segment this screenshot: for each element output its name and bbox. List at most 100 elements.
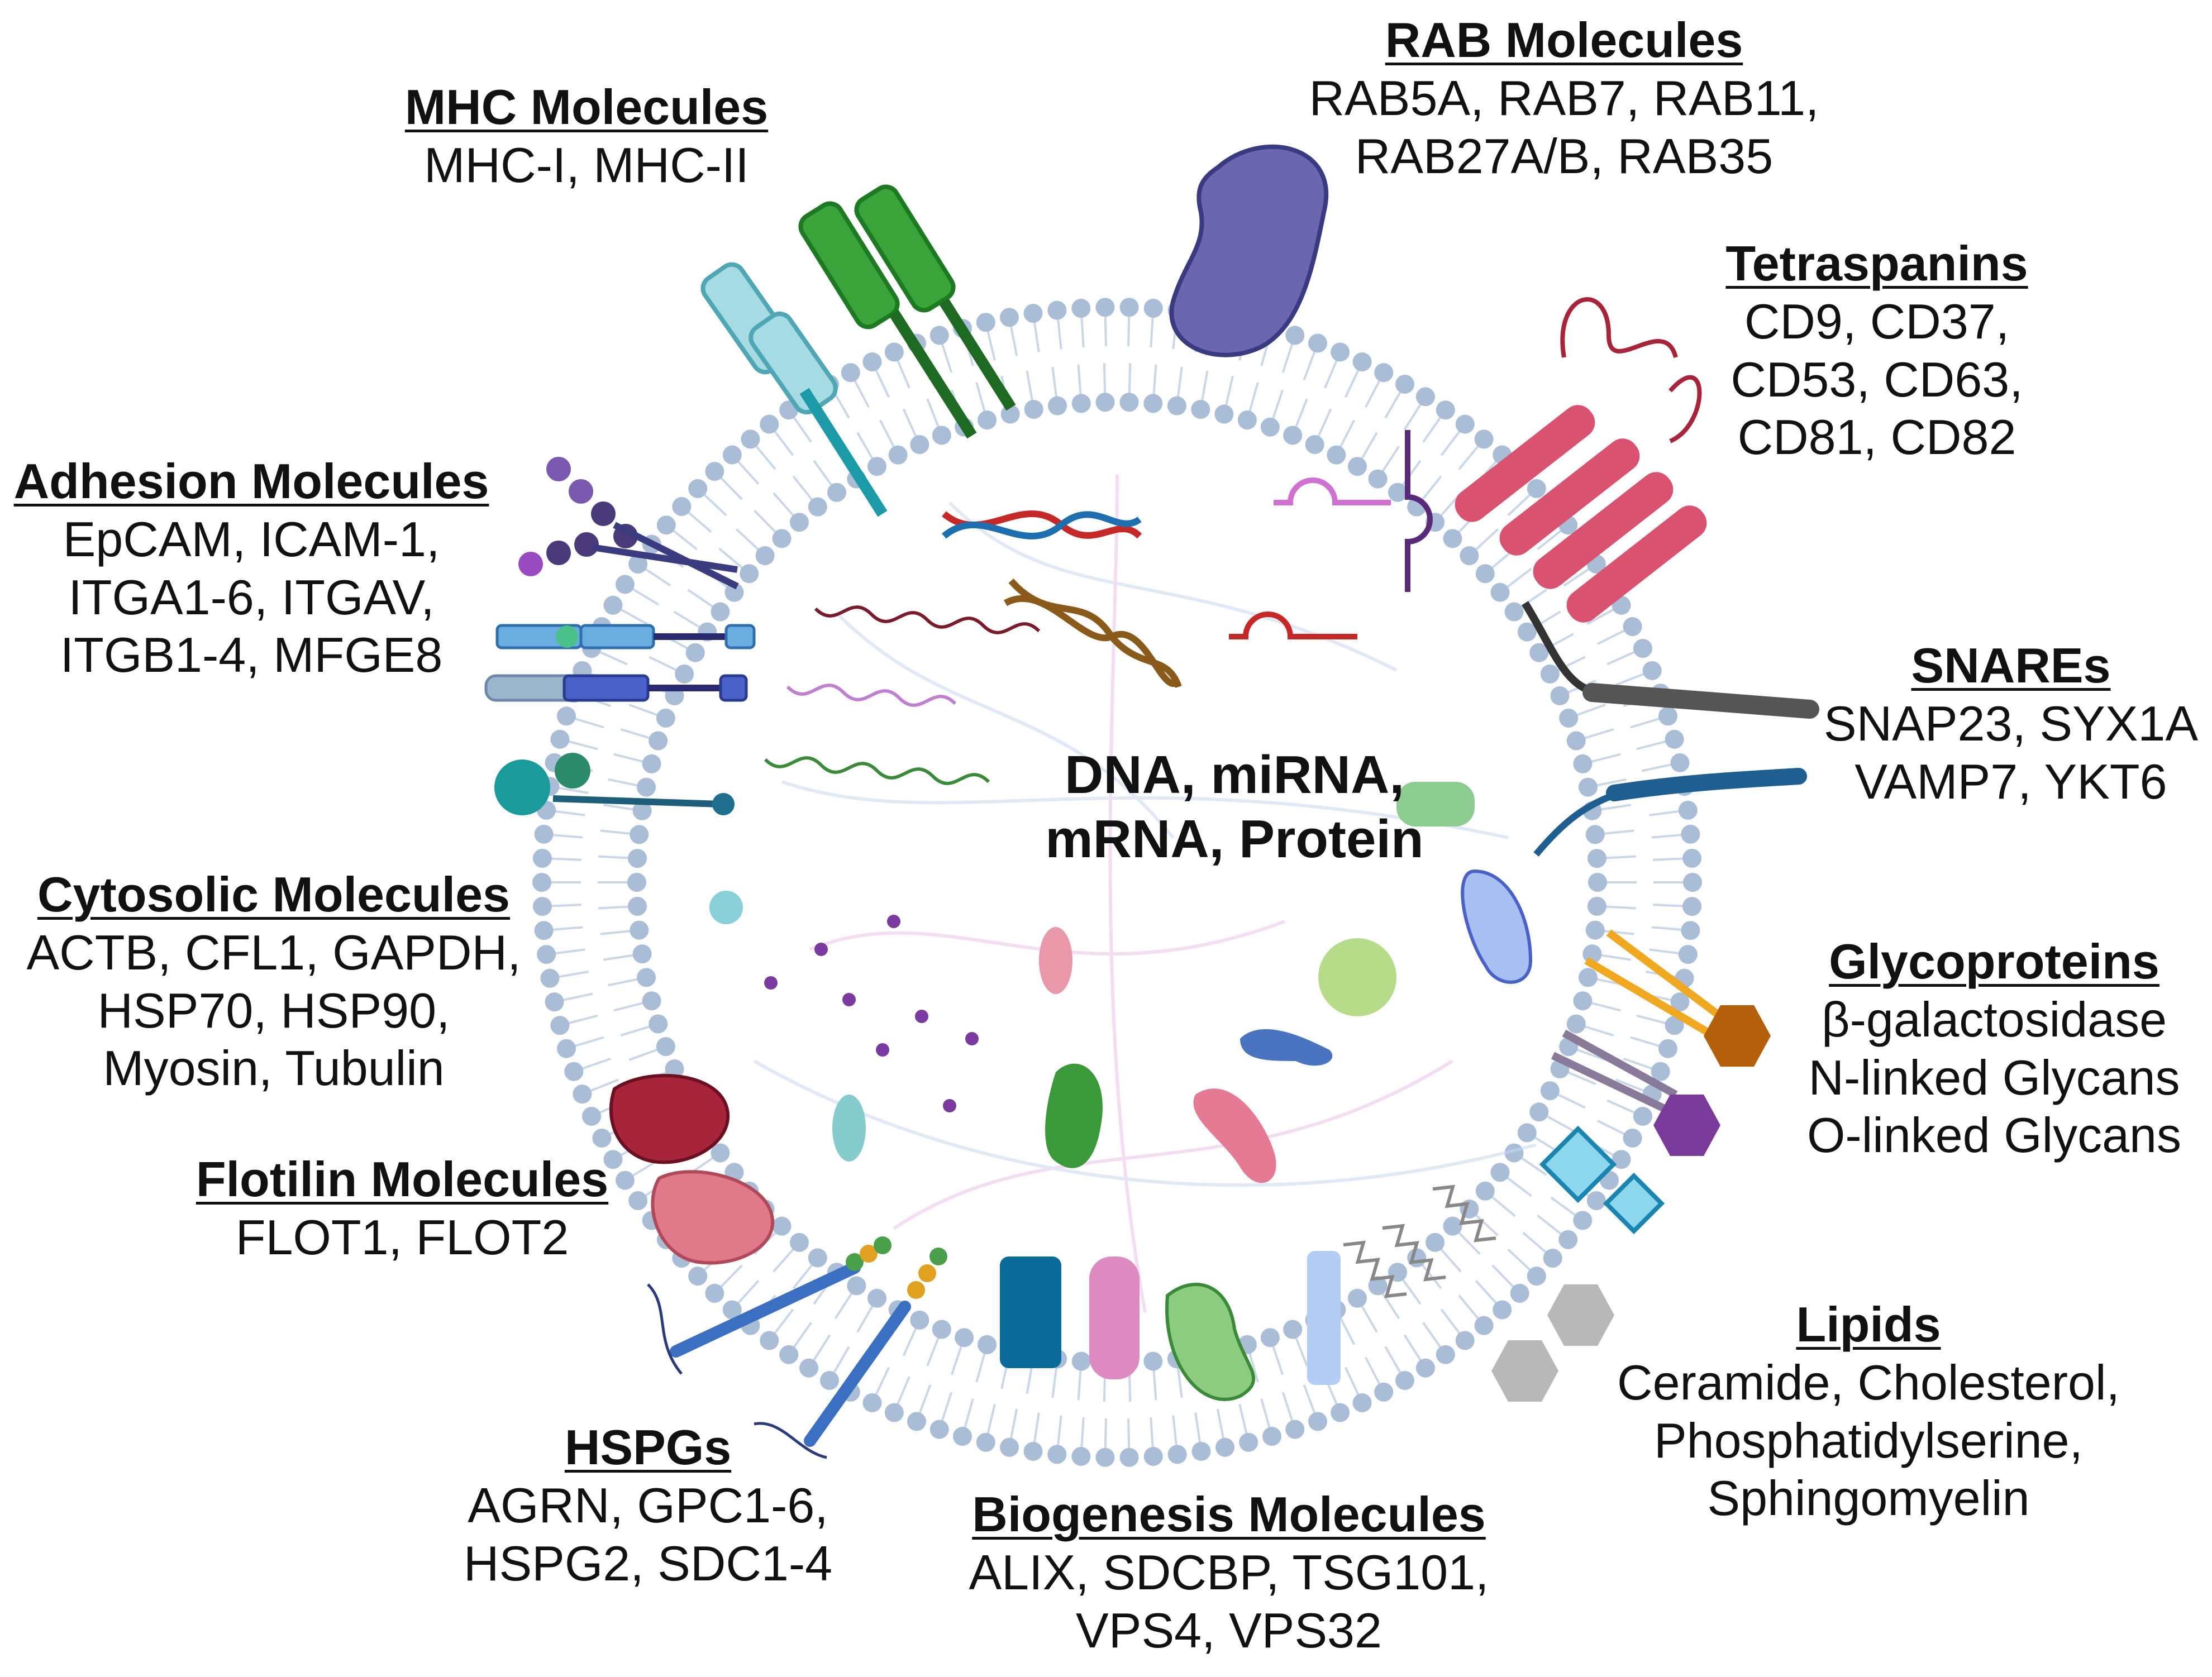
lipid-head (808, 1248, 827, 1268)
lipid-head (1191, 1441, 1211, 1461)
lipid-head (1443, 529, 1462, 548)
biogenesis-item: ALIX, SDCBP, TSG101, (969, 1544, 1489, 1600)
lipid-head (827, 482, 846, 502)
cytosolic-title: Cytosolic Molecules (37, 867, 510, 922)
lipid-head (1348, 1288, 1367, 1308)
lipid-head (1023, 1441, 1043, 1461)
lipid-head (976, 1432, 995, 1452)
lipid-head (1214, 404, 1234, 424)
lipid-head (1395, 374, 1414, 394)
lipid-head (534, 824, 554, 844)
lipid-head (953, 1427, 972, 1446)
lipid-head (1566, 1014, 1586, 1034)
lipid-head (688, 1267, 708, 1286)
lipid-head (1529, 1102, 1549, 1122)
lipid-head (711, 1143, 730, 1163)
biogenesis-item: VPS4, VPS32 (1076, 1602, 1382, 1658)
lipid-head (760, 1331, 779, 1350)
cytoskeleton-threads (753, 474, 1537, 1313)
lipid-head (789, 513, 809, 532)
lipid-head (1490, 582, 1510, 602)
dna-helix-icon (942, 510, 1182, 689)
cytosolic-item: Myosin, Tubulin (103, 1040, 445, 1096)
flotilin-title: Flotilin Molecules (196, 1152, 609, 1207)
lipid-head (1670, 992, 1690, 1012)
lipid-head (1678, 945, 1698, 964)
lipid-head (976, 313, 995, 332)
lipid-head (1143, 1446, 1163, 1466)
cytosolic-item: HSP70, HSP90, (97, 982, 450, 1038)
lipid-head (1283, 1320, 1303, 1339)
lipid-head (1285, 326, 1305, 345)
lipid-head (556, 706, 576, 726)
lipid-head (711, 602, 730, 622)
lipid-head (724, 582, 744, 602)
lipid-head (1374, 363, 1394, 383)
flotilin-label: Flotilin Molecules FLOT1, FLOT2 (151, 1150, 654, 1267)
glycoproteins-label: Glycoproteins β-galactosidase N-linked G… (1776, 933, 2212, 1164)
biogenesis-label: Biogenesis Molecules ALIX, SDCBP, TSG101… (927, 1485, 1531, 1659)
lipid-head (1475, 564, 1495, 584)
lipid-head (628, 896, 647, 916)
mhc-item: MHC-I, MHC-II (424, 137, 749, 193)
lipid-head (1658, 706, 1678, 726)
snare-icon (1522, 601, 1819, 857)
lipid-head (1517, 622, 1537, 642)
glycoproteins-item: N-linked Glycans (1808, 1049, 2180, 1105)
lipid-head (1587, 849, 1606, 868)
lipid-head (862, 352, 882, 372)
lipid-head (1308, 333, 1328, 353)
lipid-head (1527, 1267, 1546, 1286)
lipid-head (1071, 394, 1091, 413)
lipid-head (1047, 1445, 1067, 1464)
lipid-head (1585, 825, 1605, 844)
biogenesis-title: Biogenesis Molecules (972, 1487, 1486, 1542)
lipid-head (978, 1335, 997, 1354)
lipid-head (532, 897, 552, 916)
lipid-head (705, 462, 724, 481)
lipid-head (808, 497, 827, 517)
lipid-head (1529, 643, 1549, 662)
cargo-line: DNA, miRNA, (1064, 745, 1404, 805)
lipid-head (1119, 298, 1139, 317)
lipid-head (1682, 848, 1702, 868)
lipid-head (1443, 1216, 1462, 1236)
lipid-head (1407, 1248, 1427, 1268)
lipid-head (1455, 1331, 1475, 1350)
lipid-head (603, 1150, 623, 1169)
lipid-head (1237, 410, 1257, 430)
lipid-head (847, 1276, 866, 1296)
lipid-head (540, 968, 560, 988)
lipid-head (929, 1420, 949, 1439)
lipid-head (1415, 387, 1435, 407)
lipid-head (564, 1062, 584, 1081)
lipid-head (740, 564, 759, 584)
hspgs-label: HSPGs AGRN, GPC1-6, HSPG2, SDC1-4 (425, 1418, 871, 1592)
hspgs-item: HSPG2, SDC1-4 (463, 1535, 833, 1591)
lipid-head (789, 1232, 809, 1252)
lipid-head (1460, 546, 1479, 566)
lipid-head (910, 435, 929, 455)
lipid-head (1493, 1300, 1512, 1320)
lipid-head (630, 825, 649, 844)
lipid-head (642, 754, 661, 773)
lipid-head (722, 445, 742, 465)
lipid-head (615, 575, 635, 594)
lipid-head (534, 921, 554, 940)
lipid-head (1143, 1351, 1163, 1371)
lipid-head (1395, 1371, 1414, 1391)
rab-title: RAB Molecules (1385, 12, 1743, 68)
lipids-item: Sphingomyelin (1707, 1470, 2030, 1526)
lipid-head (1578, 968, 1598, 987)
cytosolic-label: Cytosolic Molecules ACTB, CFL1, GAPDH, H… (11, 866, 536, 1097)
tetraspanins-item: CD81, CD82 (1737, 409, 2016, 465)
lipid-head (1540, 1081, 1560, 1101)
lipid-head (755, 546, 775, 566)
glycoproteins-title: Glycoproteins (1829, 934, 2159, 989)
lipid-head (1436, 1345, 1455, 1364)
lipid-head (632, 944, 652, 964)
lipid-head (910, 1310, 929, 1330)
lipid-head (1504, 602, 1524, 622)
flotilin-item: FLOT1, FLOT2 (235, 1209, 569, 1265)
lipid-head (632, 801, 652, 820)
